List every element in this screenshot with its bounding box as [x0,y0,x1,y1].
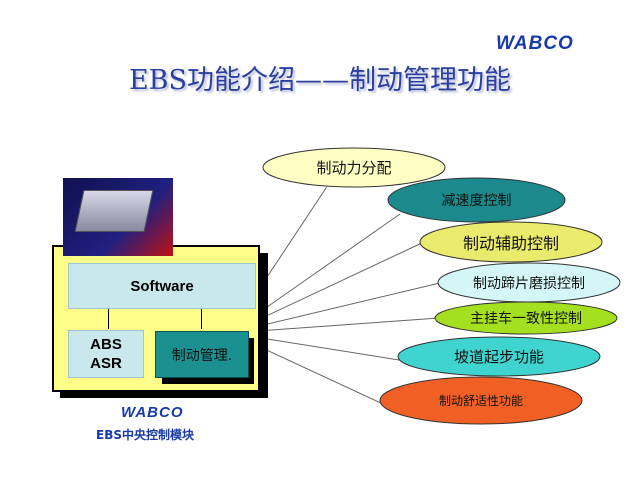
slide-title: EBS功能介绍——制动管理功能 [128,65,512,96]
wabco-logo: WABCO [496,33,574,54]
software-box: Software [68,263,256,309]
function-ellipse [419,221,603,263]
function-label: 制动舒适性功能 [438,394,523,408]
wabco-logo-small: WABCO [121,404,184,421]
abs-asr-box: ABS ASR [68,330,144,378]
function-label: 坡道起步功能 [453,348,544,366]
function-label: 制动辅助控制 [462,234,559,253]
function-ellipse [434,301,618,335]
function-label: 制动蹄片磨损控制 [473,275,585,292]
brake-management-box: 制动管理. [155,331,249,378]
abs-label: ABS [90,336,122,353]
ebs-device-photo [63,178,173,256]
function-label: 主挂车一致性控制 [470,311,582,327]
module-caption: EBS中央控制模块 [96,428,194,442]
function-ellipse [397,336,601,377]
function-ellipse [379,376,583,425]
function-ellipse [387,177,566,223]
asr-label: ASR [90,355,122,372]
function-label: 减速度控制 [441,193,512,209]
function-ellipse [262,147,446,188]
function-label: 制动力分配 [316,159,392,177]
arrow-software-abs [108,309,109,329]
arrow-software-brake-mgmt [201,309,202,329]
